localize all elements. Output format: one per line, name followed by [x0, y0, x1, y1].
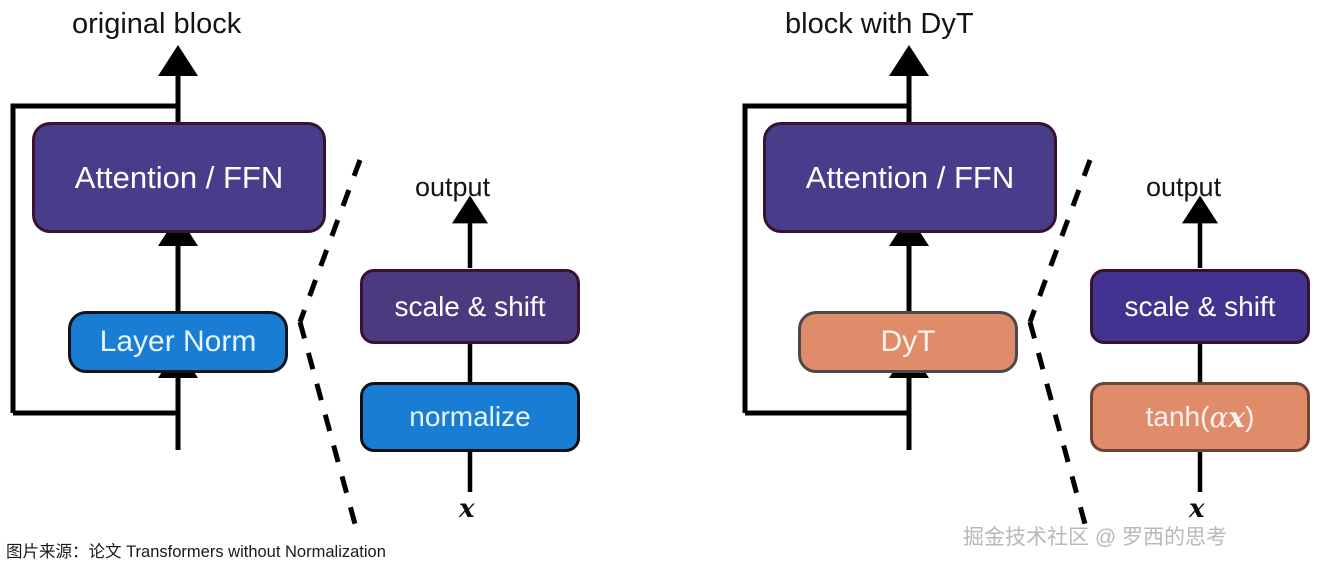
panel-title-original: original block [72, 8, 242, 40]
block-attention-ffn-dyt[interactable]: Attention / FFN [763, 122, 1057, 233]
detail-input-label-dyt: x [1189, 494, 1205, 524]
block-dyt[interactable]: DyT [798, 311, 1018, 373]
detail-scale-shift-dyt[interactable]: scale & shift [1090, 269, 1310, 344]
detail-scale-shift-original[interactable]: scale & shift [360, 269, 580, 344]
tanh-x-symbol: x [1228, 400, 1246, 434]
panel-title-dyt: block with DyT [785, 8, 974, 40]
detail-normalize[interactable]: normalize [360, 382, 580, 452]
detail-output-label-dyt: output [1146, 172, 1222, 202]
block-attention-ffn-original[interactable]: Attention / FFN [32, 122, 326, 233]
block-layer-norm[interactable]: Layer Norm [68, 311, 288, 373]
watermark-text: 掘金技术社区 @ 罗西的思考 [963, 526, 1227, 549]
tanh-alpha-symbol: α [1209, 400, 1229, 434]
detail-input-label-original: x [459, 494, 475, 524]
tanh-close-paren: ) [1245, 401, 1255, 432]
figure-source-caption: 图片来源：论文 Transformers without Normalizati… [6, 543, 386, 561]
tanh-fn-text: tanh( [1145, 401, 1210, 432]
detail-output-label-original: output [415, 172, 491, 202]
